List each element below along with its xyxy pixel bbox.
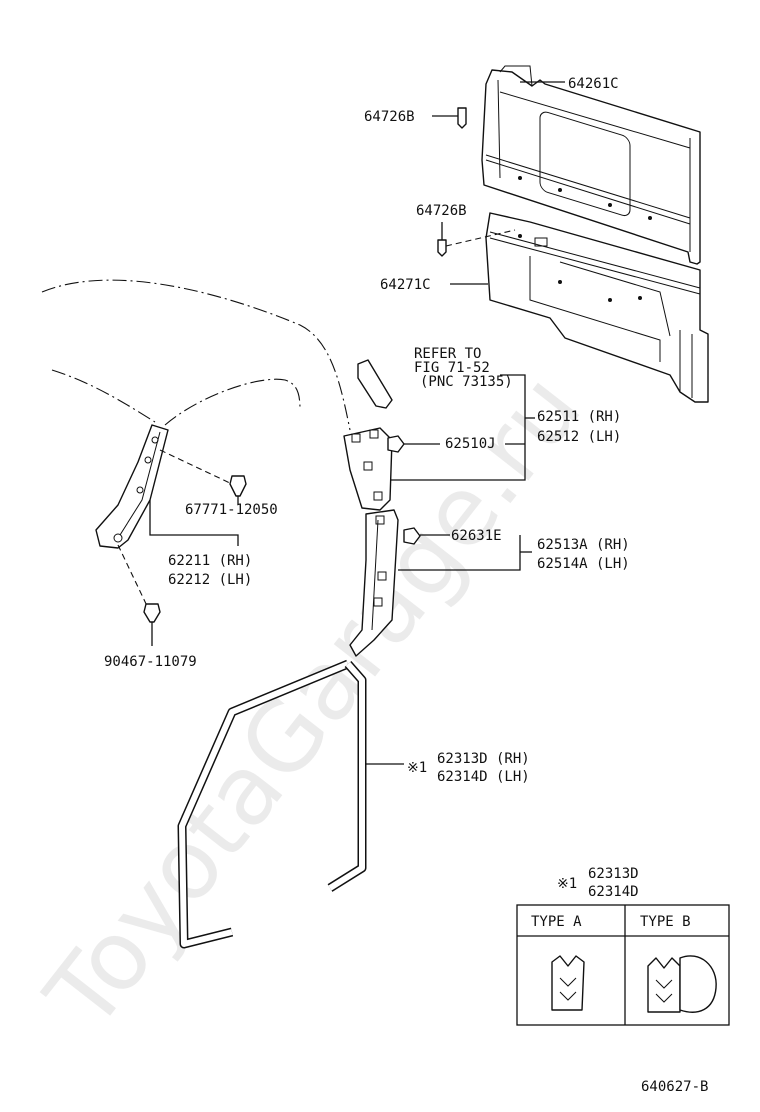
screw-icon <box>437 222 516 257</box>
back-panel-64261C <box>481 65 701 265</box>
label-62314D: 62314D (LH) <box>437 769 530 785</box>
label-refer-line3: (PNC 73135) <box>420 374 513 390</box>
label-62313D: 62313D (RH) <box>437 751 530 767</box>
diagram-code: 640627-B <box>641 1079 708 1095</box>
label-62512: 62512 (LH) <box>537 429 621 445</box>
label-62511: 62511 (RH) <box>537 409 621 425</box>
front-pillar-garnish <box>95 424 169 549</box>
clip-icon <box>403 527 450 545</box>
door-weatherstrip <box>177 659 367 949</box>
roof-outline <box>41 279 351 431</box>
screw-icon <box>432 107 467 129</box>
label-note-mark: ※1 <box>407 760 427 776</box>
clip-icon <box>387 435 440 453</box>
label-90467-11079: 90467-11079 <box>104 654 197 670</box>
label-refer-line1: REFER TO <box>414 346 481 362</box>
label-62211: 62211 (RH) <box>168 553 252 569</box>
center-pillar-lower <box>349 509 399 657</box>
label-64726B-top: 64726B <box>364 109 415 125</box>
clip-icon <box>229 475 247 504</box>
center-pillar-upper <box>343 427 393 511</box>
type-b-header: TYPE B <box>640 914 691 930</box>
label-67771-12050: 67771-12050 <box>185 502 278 518</box>
label-62510J: 62510J <box>445 436 496 452</box>
label-64261C: 64261C <box>568 76 619 92</box>
inset-label-62313D: 62313D <box>588 866 639 882</box>
label-refer-line2: FIG 71-52 <box>414 360 490 376</box>
weatherstrip-section-a-icon <box>551 955 585 1011</box>
label-62513A: 62513A (RH) <box>537 537 630 553</box>
label-62212: 62212 (LH) <box>168 572 252 588</box>
type-a-header: TYPE A <box>531 914 582 930</box>
inset-note-mark: ※1 <box>557 876 577 892</box>
label-62631E: 62631E <box>451 528 502 544</box>
label-64726B-mid: 64726B <box>416 203 467 219</box>
label-64271C: 64271C <box>380 277 431 293</box>
grip-cap-part <box>357 359 393 409</box>
weatherstrip-section-b-icon <box>647 955 717 1013</box>
inset-label-62314D: 62314D <box>588 884 639 900</box>
lower-panel-64271C <box>485 212 709 403</box>
clip-icon <box>143 603 161 646</box>
label-62514A: 62514A (LH) <box>537 556 630 572</box>
watermark: ToyotaGarage.ru <box>24 353 603 1050</box>
